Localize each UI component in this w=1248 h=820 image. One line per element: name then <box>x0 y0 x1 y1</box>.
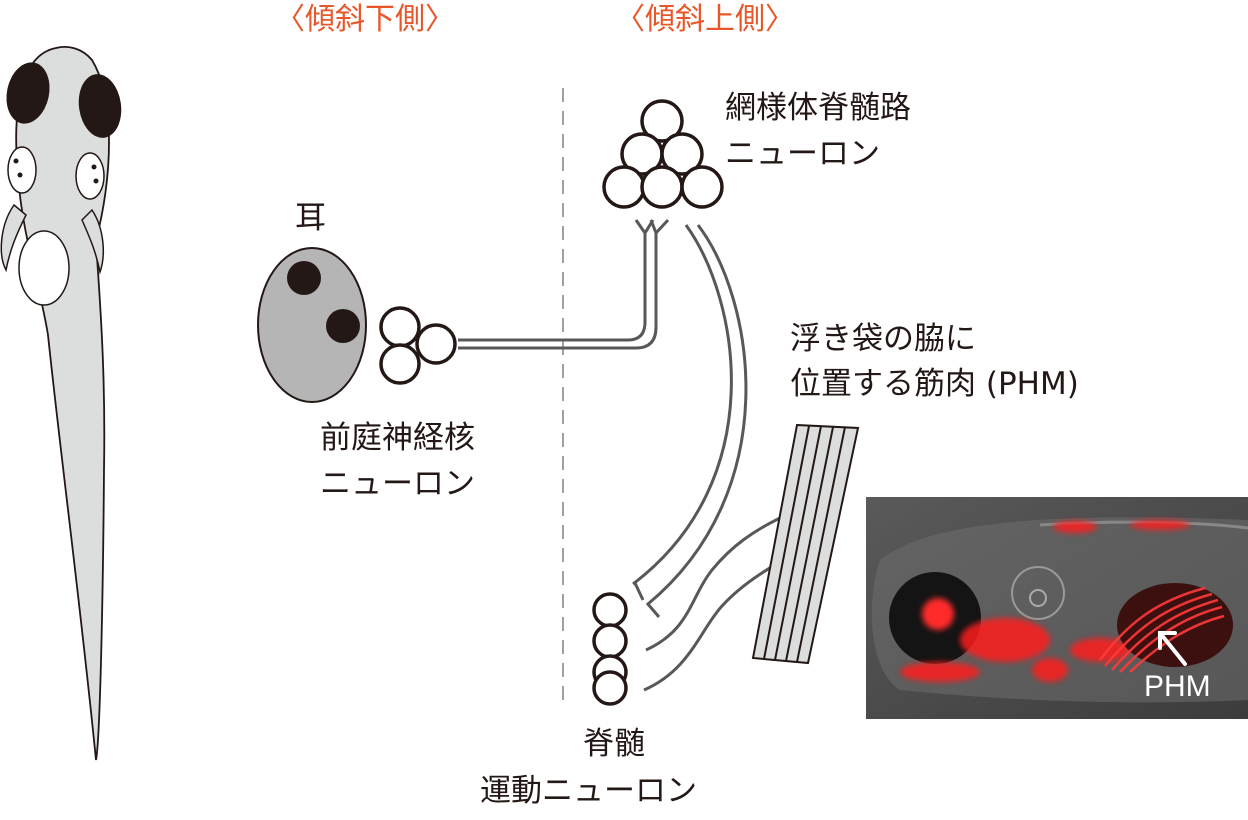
label-ear: 耳 <box>295 200 326 236</box>
ear-icon <box>257 247 367 403</box>
label-motor-line1: 脊髄 <box>583 726 645 762</box>
label-reticulospinal-line2: ニューロン <box>725 136 880 172</box>
label-muscle-line2: 位置する筋肉 (PHM) <box>790 366 1079 402</box>
label-muscle-line1: 浮き袋の脇に <box>790 321 976 357</box>
header-tilt-down: 〈傾斜下側〉 <box>275 2 455 37</box>
label-vestibular-line2: ニューロン <box>320 466 475 502</box>
left-eye-icon <box>6 62 50 124</box>
vestibular-neurons <box>379 306 457 385</box>
axon-paths <box>458 218 813 692</box>
larva-illustration <box>0 46 122 761</box>
right-eye-icon <box>78 74 122 138</box>
swim-bladder-icon <box>18 230 70 306</box>
label-reticulospinal-line1: 網様体脊髄路 <box>725 90 911 126</box>
phm-muscle-icon <box>751 423 860 665</box>
phm-arrow-icon <box>1158 631 1187 666</box>
header-tilt-up: 〈傾斜上側〉 <box>615 2 795 37</box>
label-motor-line2: 運動ニューロン <box>480 773 697 809</box>
fluorescence-photo <box>866 497 1248 719</box>
label-vestibular-line1: 前庭神経核 <box>320 420 475 456</box>
photo-phm-label: PHM <box>1144 670 1211 703</box>
motor-neurons <box>592 592 628 706</box>
reticulospinal-neurons <box>602 99 724 209</box>
